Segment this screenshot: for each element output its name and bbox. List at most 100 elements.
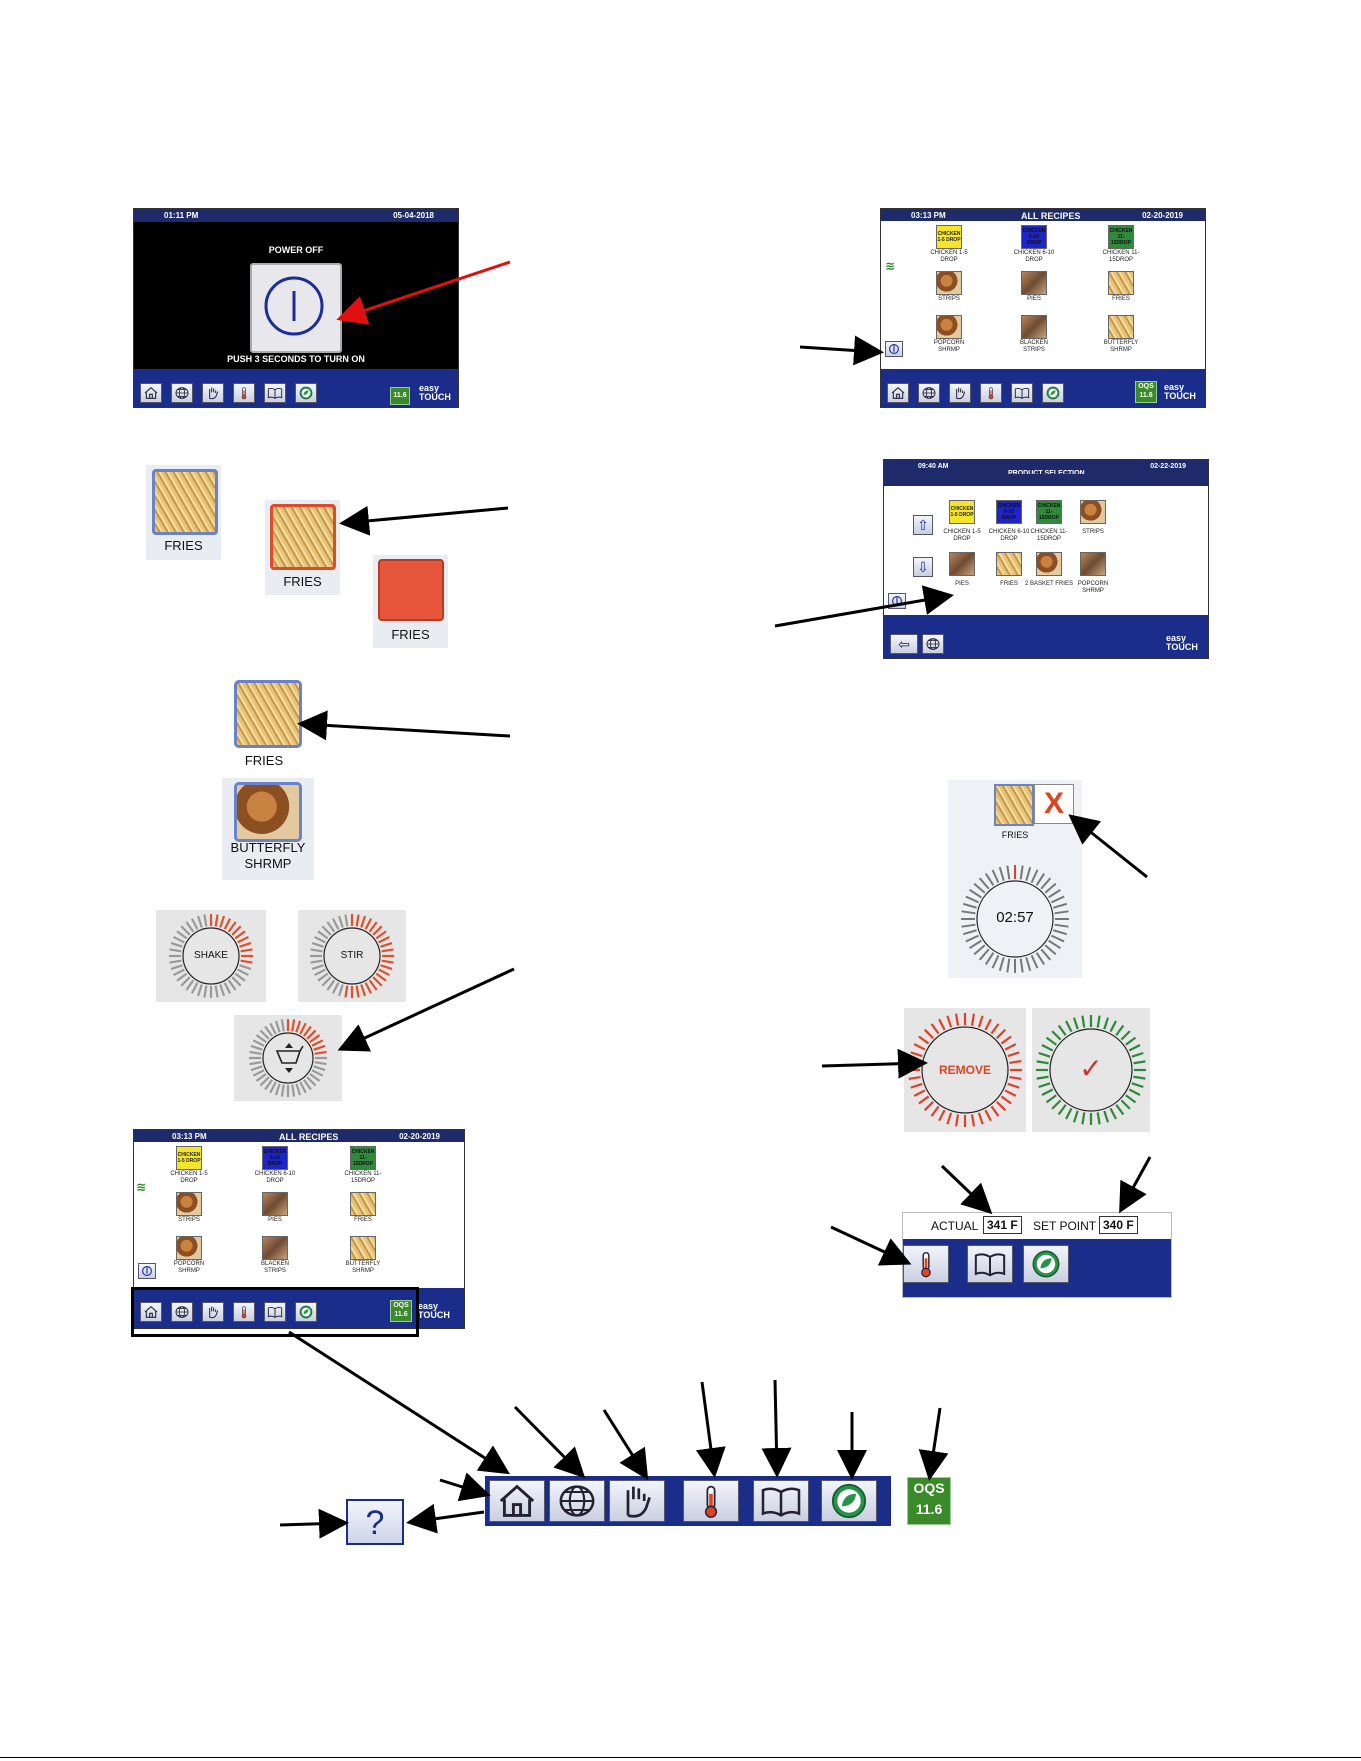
- temperature-button[interactable]: [980, 383, 1002, 403]
- recipe-tile[interactable]: CHICKEN 6-10 DROP: [996, 500, 1022, 524]
- recipe-tile[interactable]: CHICKEN 11-15DROP: [1036, 500, 1062, 524]
- recipe-book-button[interactable]: [967, 1245, 1013, 1283]
- filter-button[interactable]: [609, 1480, 665, 1522]
- temperature-button[interactable]: [683, 1480, 739, 1522]
- home-icon: [495, 1483, 539, 1519]
- recipe-book-button[interactable]: [264, 383, 286, 403]
- recipe-book-button[interactable]: [1011, 383, 1033, 403]
- recipe-tile[interactable]: [1036, 552, 1062, 576]
- recipe-tile[interactable]: [1021, 315, 1047, 339]
- stir-label: STIR: [340, 950, 364, 961]
- basket-icon: [275, 1043, 304, 1073]
- recipe-tile[interactable]: [262, 1192, 288, 1216]
- globe-icon: [174, 386, 190, 400]
- recipe-tile[interactable]: [262, 1236, 288, 1260]
- power-icon: [142, 1266, 152, 1276]
- filter-button[interactable]: [202, 1302, 224, 1322]
- globe-icon: [555, 1483, 599, 1519]
- fries-label: FRIES: [391, 627, 430, 642]
- help-button[interactable]: ?: [346, 1499, 404, 1545]
- power-button[interactable]: [250, 263, 342, 353]
- recipe-tile[interactable]: [176, 1192, 202, 1216]
- recipe-tile[interactable]: [1021, 271, 1047, 295]
- language-button[interactable]: [171, 1302, 193, 1322]
- recipe-tile[interactable]: CHICKEN 6-10 DROP: [262, 1146, 288, 1170]
- temperature-button[interactable]: [903, 1245, 949, 1283]
- recipe-tile[interactable]: CHICKEN 1-5 DROP: [936, 225, 962, 249]
- scroll-down-button[interactable]: ⇩: [913, 557, 933, 577]
- fries-button-active[interactable]: FRIES: [373, 555, 448, 648]
- temperature-button[interactable]: [233, 1302, 255, 1322]
- fries-product-button[interactable]: FRIES: [224, 678, 304, 773]
- recipe-tile[interactable]: [936, 315, 962, 339]
- filter-button[interactable]: [949, 383, 971, 403]
- language-button[interactable]: [549, 1480, 605, 1522]
- recipe-tile[interactable]: [949, 552, 975, 576]
- power-icon: [892, 596, 902, 606]
- back-button[interactable]: ⇦: [890, 634, 918, 654]
- stir-prompt[interactable]: STIR: [298, 910, 406, 1002]
- recipe-label: STRIPS: [178, 1217, 200, 1223]
- oqs-button[interactable]: [295, 1302, 317, 1322]
- shake-prompt[interactable]: SHAKE: [156, 910, 266, 1002]
- recipe-tile[interactable]: [176, 1236, 202, 1260]
- cancel-button[interactable]: X: [1034, 784, 1074, 824]
- language-button[interactable]: [918, 383, 940, 403]
- home-button[interactable]: [140, 1302, 162, 1322]
- shake-ring: [169, 914, 253, 998]
- tile-code: CHICKEN 1-5 DROP: [177, 1152, 201, 1164]
- globe-icon: [921, 386, 937, 400]
- oqs-button[interactable]: [821, 1480, 877, 1522]
- recipe-tile[interactable]: [1108, 271, 1134, 295]
- recipe-book-button[interactable]: [753, 1480, 809, 1522]
- clock: 03:13 PM: [911, 211, 946, 220]
- fries-button-selected[interactable]: FRIES: [265, 500, 340, 595]
- recipe-tile[interactable]: CHICKEN 11-15DROP: [1108, 225, 1134, 249]
- recipe-tile[interactable]: CHICKEN 6-10 DROP: [1021, 225, 1047, 249]
- oqs-button[interactable]: [1042, 383, 1064, 403]
- temperature-strip: ACTUAL 341 F SET POINT 340 F: [902, 1212, 1172, 1298]
- recipe-tile[interactable]: CHICKEN 1-5 DROP: [176, 1146, 202, 1170]
- language-button[interactable]: [922, 634, 944, 654]
- power-button[interactable]: [888, 593, 906, 609]
- recipe-label: CHICKEN 11-15DROP: [344, 1171, 382, 1184]
- screen-title: PRODUCT SELECTION: [1008, 470, 1085, 477]
- power-button[interactable]: [138, 1263, 156, 1279]
- power-button[interactable]: [885, 341, 903, 357]
- recipe-tile[interactable]: [996, 552, 1022, 576]
- recipe-tile[interactable]: CHICKEN 11-15DROP: [350, 1146, 376, 1170]
- setpoint-label: SET POINT: [1033, 1219, 1097, 1233]
- done-prompt[interactable]: ✓: [1032, 1008, 1150, 1132]
- recipe-tile[interactable]: [350, 1192, 376, 1216]
- scroll-up-button[interactable]: ⇧: [913, 515, 933, 535]
- temperature-button[interactable]: [233, 383, 255, 403]
- tile-code: CHICKEN 11-15DROP: [1109, 228, 1133, 246]
- recipe-tile[interactable]: [1080, 500, 1106, 524]
- oqs-button[interactable]: [295, 383, 317, 403]
- recipe-tile[interactable]: CHICKEN 1-5 DROP: [949, 500, 975, 524]
- basket-lift-prompt[interactable]: [234, 1015, 342, 1101]
- product-name: FRIES: [1001, 830, 1029, 840]
- home-button[interactable]: [140, 383, 162, 403]
- date: 02-22-2019: [1150, 463, 1186, 470]
- remove-ring: [908, 1013, 1022, 1127]
- home-button[interactable]: [489, 1480, 545, 1522]
- filter-button[interactable]: [202, 383, 224, 403]
- remove-prompt[interactable]: REMOVE: [904, 1008, 1026, 1132]
- language-button[interactable]: [171, 383, 193, 403]
- book-icon: [759, 1483, 803, 1519]
- oqs-button[interactable]: [1023, 1245, 1069, 1283]
- fries-button-normal[interactable]: FRIES: [146, 465, 221, 560]
- recipe-tile[interactable]: [1080, 552, 1106, 576]
- recipe-tile[interactable]: [350, 1236, 376, 1260]
- shrimp-image: [234, 782, 302, 842]
- recipe-tile[interactable]: [936, 271, 962, 295]
- recipe-book-button[interactable]: [264, 1302, 286, 1322]
- recipe-tile[interactable]: [1108, 315, 1134, 339]
- home-button[interactable]: [887, 383, 909, 403]
